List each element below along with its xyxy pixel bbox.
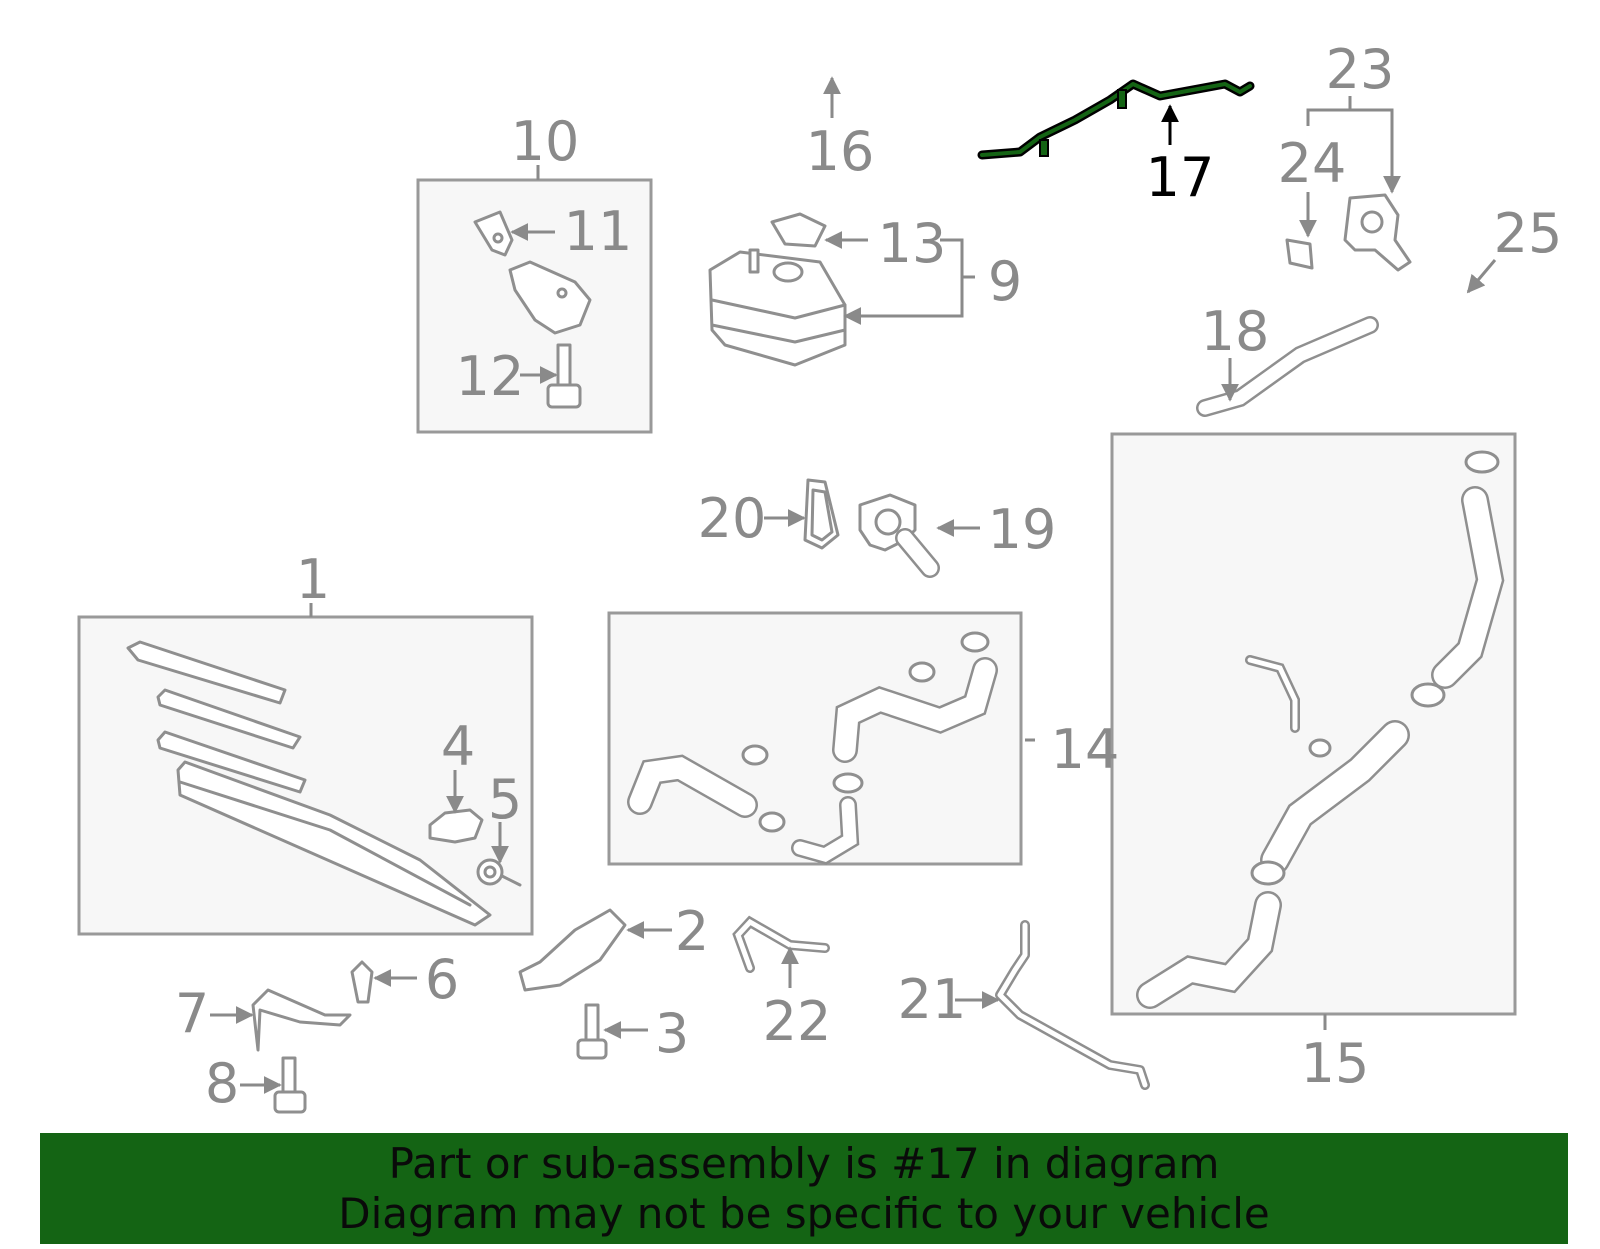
callout-15: 15 xyxy=(1301,1032,1370,1095)
part-20-seal[interactable] xyxy=(803,478,840,550)
part-18-hose[interactable] xyxy=(1196,316,1379,417)
part-21-tube[interactable] xyxy=(995,920,1150,1090)
callout-24: 24 xyxy=(1278,132,1347,195)
callout-9: 9 xyxy=(988,250,1022,313)
group-box-14 xyxy=(607,611,1023,866)
part-22-tube[interactable] xyxy=(732,915,830,973)
part-14-hose-assembly[interactable] xyxy=(627,631,998,865)
callout-11: 11 xyxy=(564,200,633,263)
callout-10: 10 xyxy=(511,110,580,173)
part-12-bolt[interactable] xyxy=(546,343,582,409)
callout-12: 12 xyxy=(456,345,525,408)
part-17-tube-highlighted[interactable] xyxy=(977,79,1255,160)
callout-18: 18 xyxy=(1201,300,1270,363)
part-3-bolt[interactable] xyxy=(576,1003,608,1060)
group-box-15 xyxy=(1110,432,1517,1016)
part-2-bracket[interactable] xyxy=(518,908,627,992)
callout-19: 19 xyxy=(988,498,1057,561)
callout-16: 16 xyxy=(806,120,875,183)
callout-13: 13 xyxy=(878,212,947,275)
notice-line-2: Diagram may not be specific to your vehi… xyxy=(338,1189,1270,1238)
part-15-hose-assembly[interactable] xyxy=(1136,450,1505,1009)
part-1-radiator-assembly[interactable] xyxy=(126,640,492,927)
part-8-bolt[interactable] xyxy=(273,1056,307,1114)
parts-diagram: 1 2 3 4 5 6 7 8 9 10 11 12 13 14 15 16 1… xyxy=(77,38,1563,1115)
callout-17: 17 xyxy=(1146,146,1215,209)
part-23-thermostat-housing[interactable] xyxy=(1343,193,1412,272)
callout-6: 6 xyxy=(425,948,459,1011)
callout-4: 4 xyxy=(441,715,475,778)
callout-7: 7 xyxy=(175,982,209,1045)
callout-2: 2 xyxy=(675,900,709,963)
part-16-tube[interactable] xyxy=(737,55,933,151)
part-7-bracket[interactable] xyxy=(251,988,352,1052)
callout-5: 5 xyxy=(488,768,522,831)
part-9-reservoir[interactable] xyxy=(708,248,847,367)
callout-25: 25 xyxy=(1494,202,1563,265)
part-13-cap[interactable] xyxy=(770,212,827,248)
part-5-plug[interactable] xyxy=(476,858,522,887)
leader-lines xyxy=(210,76,1497,1094)
part-11-bracket[interactable] xyxy=(473,210,592,335)
part-25-pipe[interactable] xyxy=(1409,266,1494,369)
callout-21: 21 xyxy=(898,968,967,1031)
notice-banner: Part or sub-assembly is #17 in diagram D… xyxy=(40,1133,1568,1244)
part-24-gasket[interactable] xyxy=(1285,238,1314,270)
callout-8: 8 xyxy=(205,1052,239,1115)
notice-line-1: Part or sub-assembly is #17 in diagram xyxy=(388,1139,1220,1188)
callout-23: 23 xyxy=(1326,38,1395,101)
callout-14: 14 xyxy=(1051,718,1120,781)
callout-20: 20 xyxy=(698,487,767,550)
callout-1: 1 xyxy=(296,548,330,611)
part-19-water-pump[interactable] xyxy=(858,493,940,578)
callout-3: 3 xyxy=(655,1002,689,1065)
callout-22: 22 xyxy=(763,990,832,1053)
part-6-clip[interactable] xyxy=(350,960,374,1004)
